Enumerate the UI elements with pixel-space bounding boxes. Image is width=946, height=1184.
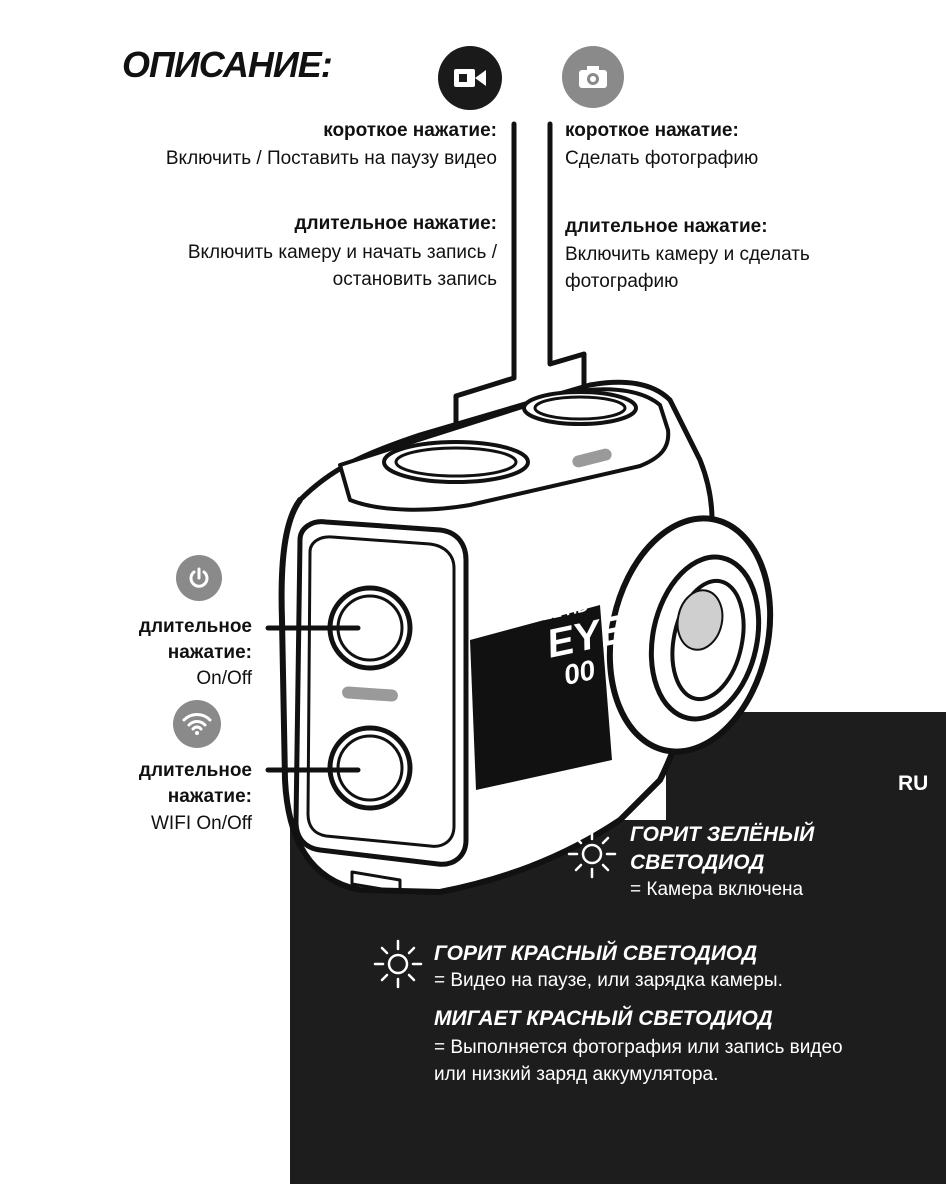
led-red-blink-text-1: = Выполняется фотография или запись виде… bbox=[434, 1037, 843, 1058]
photo-short-label: короткое нажатие: bbox=[565, 120, 739, 141]
power-text: On/Off bbox=[196, 668, 252, 689]
led-red-title: ГОРИТ КРАСНЫЙ СВЕТОДИОД bbox=[434, 942, 758, 965]
led-sun-icon bbox=[567, 829, 617, 879]
photo-short-text: Сделать фотографию bbox=[565, 148, 759, 169]
led-green-text: = Камера включена bbox=[630, 879, 804, 900]
wifi-icon bbox=[173, 700, 221, 748]
video-long-text-2: остановить запись bbox=[332, 269, 497, 290]
led-red-blink-title: МИГАЕТ КРАСНЫЙ СВЕТОДИОД bbox=[434, 1007, 773, 1030]
video-long-label: длительное нажатие: bbox=[294, 213, 497, 234]
photo-long-text-1: Включить камеру и сделать bbox=[565, 244, 810, 265]
video-long-text-1: Включить камеру и начать запись / bbox=[187, 242, 497, 263]
wifi-label-1: длительное bbox=[138, 760, 252, 781]
video-short-label: короткое нажатие: bbox=[323, 120, 497, 141]
power-label-1: длительное bbox=[138, 616, 252, 637]
photo-long-label: длительное нажатие: bbox=[565, 216, 768, 237]
language-tag: RU bbox=[898, 772, 929, 795]
led-red-blink-text-2: или низкий заряд аккумулятора. bbox=[434, 1064, 719, 1085]
photo-long-text-2: фотографию bbox=[565, 271, 679, 292]
video-camera-icon bbox=[438, 46, 502, 110]
led-green-title-1: ГОРИТ ЗЕЛЁНЫЙ bbox=[630, 823, 815, 846]
wifi-label-2: нажатие: bbox=[167, 786, 252, 807]
led-green-title-2: СВЕТОДИОД bbox=[630, 851, 765, 874]
video-short-text: Включить / Поставить на паузу видео bbox=[165, 148, 497, 169]
power-icon bbox=[176, 555, 222, 601]
led-red-text: = Видео на паузе, или зарядка камеры. bbox=[434, 970, 783, 991]
page-title: ОПИСАНИЕ: bbox=[122, 44, 333, 85]
photo-camera-icon bbox=[562, 46, 624, 108]
power-label-2: нажатие: bbox=[167, 642, 252, 663]
wifi-text: WIFI On/Off bbox=[151, 813, 252, 834]
led-sun-icon-red bbox=[373, 939, 423, 989]
